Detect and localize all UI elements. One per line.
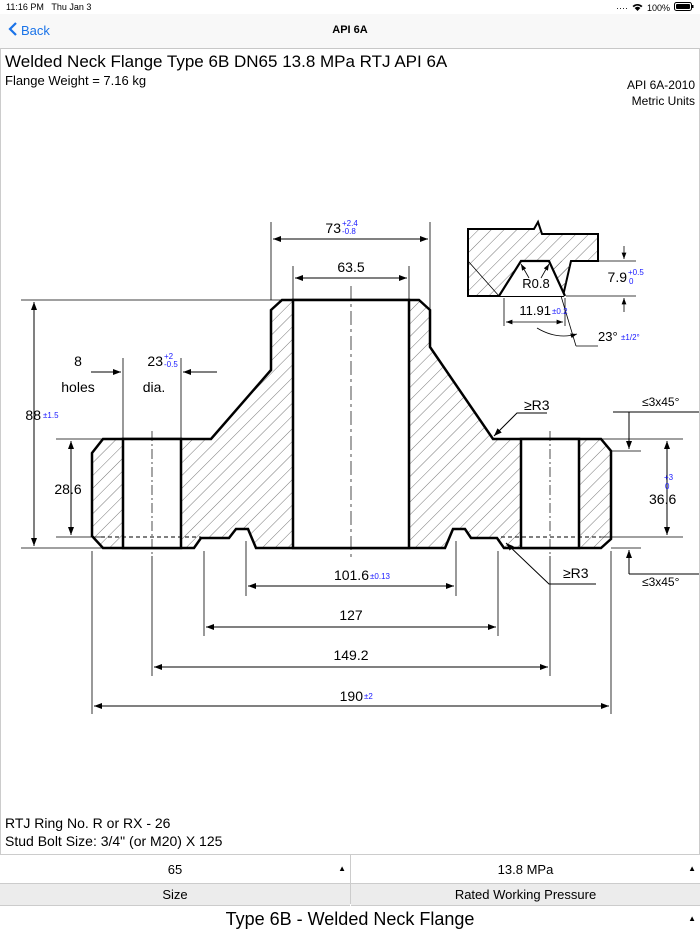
stud-bolt-size: Stud Bolt Size: 3/4" (or M20) X 125 <box>5 833 223 849</box>
battery-percent: 100% <box>646 2 670 13</box>
dim-36-minus: 0 <box>665 482 670 491</box>
back-label: Back <box>21 23 50 38</box>
status-indicators: ···· 100% <box>616 2 694 13</box>
groove-detail <box>467 219 636 347</box>
groove-angle-tol: ±1/2° <box>621 333 640 342</box>
hole-dia: 23 <box>147 353 163 369</box>
triangle-up-icon: ▲ <box>338 864 346 873</box>
radius-bottom: ≥R3 <box>563 565 589 581</box>
flange-type-picker[interactable]: Type 6B - Welded Neck Flange ▲ <box>0 904 700 934</box>
standard-info: API 6A-2010 Metric Units <box>627 77 695 109</box>
standard-label: API 6A-2010 <box>626 78 695 92</box>
flange-weight: Flange Weight = 7.16 kg <box>5 73 147 88</box>
signal-dots-icon: ···· <box>615 2 628 13</box>
triangle-up-icon: ▲ <box>688 914 696 923</box>
dim-149-2: 149.2 <box>333 647 368 663</box>
hole-dia-minus: -0.5 <box>164 360 178 369</box>
dim-63-5: 63.5 <box>337 259 364 275</box>
groove-width: 11.91 <box>519 303 551 318</box>
size-picker[interactable]: 65 ▲ Size <box>0 854 350 906</box>
radius-top: ≥R3 <box>524 397 550 413</box>
units-label: Metric Units <box>631 94 695 108</box>
dim-101-6: 101.6 <box>334 567 369 583</box>
dim-28-6: 28.6 <box>54 481 81 497</box>
dim-73: 73 <box>325 220 341 236</box>
status-bar: 11:16 PM Thu Jan 3 ···· 100% <box>0 0 700 14</box>
groove-width-tol: ±0.2 <box>552 307 568 316</box>
flange-drawing: 73 +2.4 -0.8 63.5 8 holes 23 +2 -0.5 dia… <box>21 219 699 714</box>
flange-detail-view: Welded Neck Flange Type 6B DN65 13.8 MPa… <box>0 48 700 854</box>
groove-depth-minus: 0 <box>629 277 634 286</box>
dim-36-plus: +3 <box>664 473 674 482</box>
flange-type-value: Type 6B - Welded Neck Flange <box>225 908 475 929</box>
dim-73-plus: +2.4 <box>342 219 358 228</box>
battery-icon <box>674 2 694 13</box>
dim-88: 88 <box>25 407 41 423</box>
dim-190: 190 <box>340 688 364 704</box>
status-time: 11:16 PM Thu Jan 3 <box>6 2 92 12</box>
groove-depth: 7.9 <box>608 269 628 285</box>
dia-label: dia. <box>143 379 166 395</box>
hole-dia-plus: +2 <box>164 352 174 361</box>
dim-127: 127 <box>339 607 363 623</box>
dim-36-6: 36.6 <box>649 491 676 507</box>
groove-radius: R0.8 <box>522 276 549 291</box>
navigation-bar: Back API 6A <box>0 14 700 49</box>
pressure-picker[interactable]: 13.8 MPa ▲ Rated Working Pressure <box>350 854 700 906</box>
holes-count: 8 <box>74 353 82 369</box>
groove-depth-plus: +0.5 <box>628 268 644 277</box>
dim-73-minus: -0.8 <box>342 227 356 236</box>
size-picker-value[interactable]: 65 ▲ <box>0 854 350 883</box>
pressure-caption: Rated Working Pressure <box>351 883 700 906</box>
groove-angle: 23° <box>598 329 618 344</box>
wifi-icon <box>632 3 643 13</box>
dim-88-tol: ±1.5 <box>43 411 59 420</box>
triangle-up-icon: ▲ <box>688 864 696 873</box>
ring-number: RTJ Ring No. R or RX - 26 <box>5 815 171 831</box>
chamfer-top: ≤3x45° <box>642 395 680 409</box>
pressure-picker-value[interactable]: 13.8 MPa ▲ <box>351 854 700 883</box>
chamfer-bottom: ≤3x45° <box>642 575 680 589</box>
size-caption: Size <box>0 883 350 906</box>
chevron-left-icon <box>8 22 17 39</box>
flange-title: Welded Neck Flange Type 6B DN65 13.8 MPa… <box>5 52 448 71</box>
nav-title: API 6A <box>332 24 368 36</box>
back-button[interactable]: Back <box>8 22 50 39</box>
dim-190-tol: ±2 <box>364 692 373 701</box>
dim-101-6-tol: ±0.13 <box>370 572 391 581</box>
holes-label: holes <box>61 379 94 395</box>
